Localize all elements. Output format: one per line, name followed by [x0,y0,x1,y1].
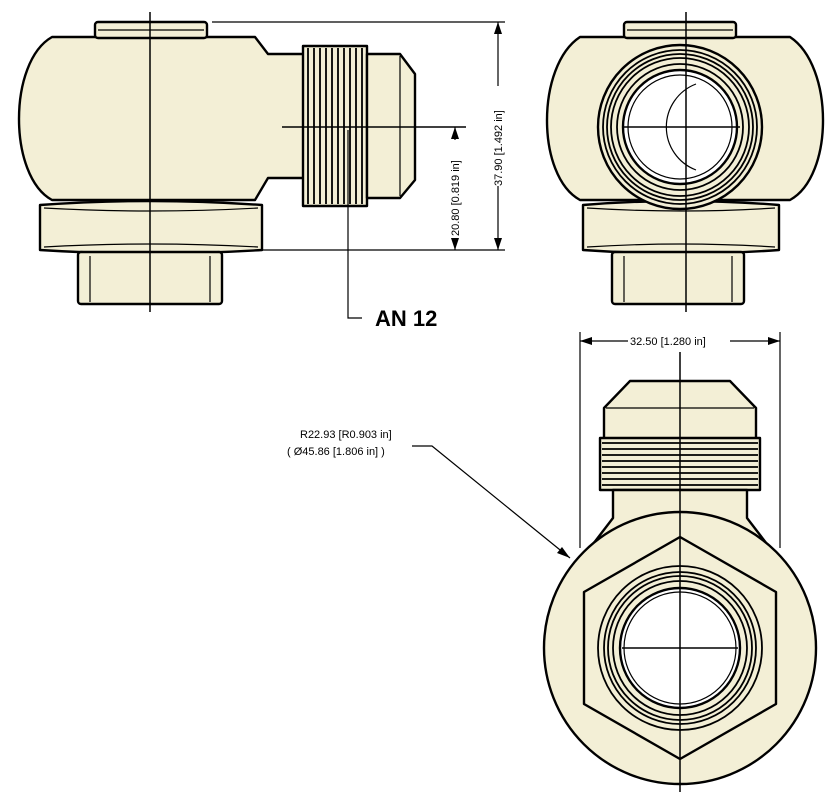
front-view-bottom-spigot [610,250,746,306]
radius-callout-line2: ( Ø45.86 [1.806 in] ) [287,446,385,458]
side-view-thread [301,44,369,208]
side-view [17,12,466,312]
center-height-dimension: 20.80 [0.819 in] [447,127,463,250]
svg-text:32.50 [1.280 in]: 32.50 [1.280 in] [630,336,706,348]
top-view [542,352,818,792]
side-view-banjo-body [17,35,307,202]
an12-leader [347,130,362,319]
front-view [545,12,825,312]
width-dimension: 32.50 [1.280 in] [579,332,781,548]
side-view-flare-cone [365,52,417,200]
an12-callout: AN 12 [375,306,437,331]
radius-callout-line1: R22.93 [R0.903 in] [300,429,392,441]
svg-text:20.80 [0.819 in]: 20.80 [0.819 in] [450,160,462,236]
radius-callout: R22.93 [R0.903 in] ( Ø45.86 [1.806 in] ) [287,429,571,559]
overall-height-dimension: 37.90 [1.492 in] [212,21,506,251]
svg-text:37.90 [1.492 in]: 37.90 [1.492 in] [493,110,505,186]
